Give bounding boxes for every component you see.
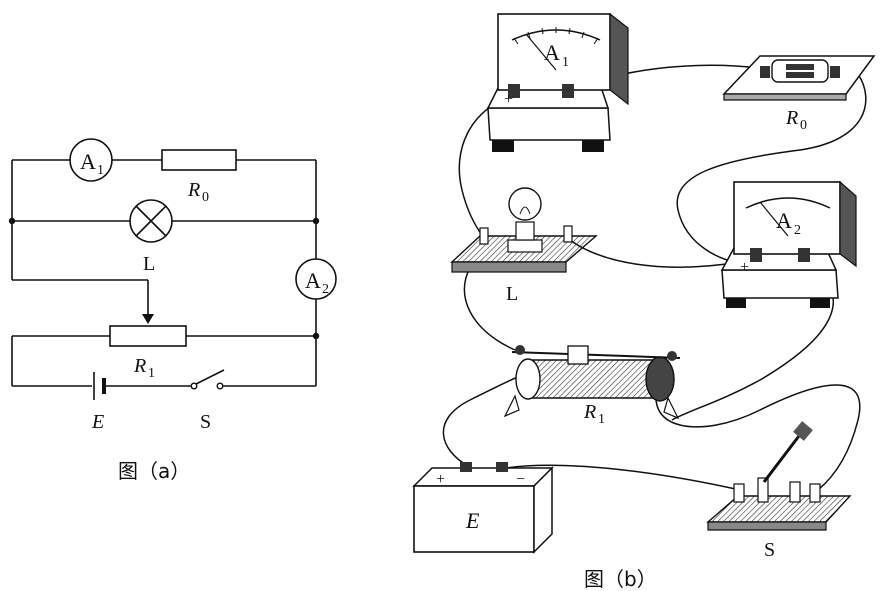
schematic-switch <box>190 369 225 390</box>
rheostat-r1-device <box>503 345 681 420</box>
device-r0-letter: R <box>785 107 798 129</box>
lamp-device <box>450 187 598 273</box>
ammeter-a2-device <box>720 180 857 308</box>
device-battery-minus: − <box>516 471 525 488</box>
switch-label: S <box>200 411 211 433</box>
r0-label-sub: 0 <box>202 190 209 205</box>
ammeter-a1-sub: 1 <box>97 163 104 178</box>
device-a1-plus: + <box>504 91 513 108</box>
lamp-label: L <box>143 253 155 275</box>
battery-label: E <box>91 411 104 433</box>
r1-label-letter: R <box>133 355 146 377</box>
schematic-a <box>11 159 317 387</box>
rheostat-slider-arrow <box>142 314 154 324</box>
caption-b: 图（b） <box>584 567 657 591</box>
schematic-resistor-r0 <box>161 149 237 171</box>
device-a1-letter: A <box>544 40 560 65</box>
device-battery-plus: + <box>436 471 445 488</box>
switch-device <box>706 421 852 531</box>
resistor-r0-device <box>722 55 876 101</box>
ammeter-a2-sub: 2 <box>322 282 329 297</box>
junction-dot <box>312 217 320 225</box>
schematic-lamp <box>129 199 173 243</box>
r0-label-letter: R <box>187 179 200 201</box>
device-lamp-label: L <box>506 283 518 305</box>
schematic-rheostat-r1 <box>109 325 187 347</box>
schematic-ammeter-a1: A 1 <box>69 138 113 182</box>
ammeter-a2-letter: A <box>305 268 321 293</box>
ammeter-a1-letter: A <box>80 149 96 174</box>
schematic-ammeter-a2: A 2 <box>295 258 337 300</box>
battery-device <box>412 462 554 554</box>
junction-dot <box>8 217 16 225</box>
device-r0-sub: 0 <box>800 118 807 133</box>
schematic-battery <box>93 372 106 400</box>
device-a2-plus: + <box>740 259 749 276</box>
device-a1-sub: 1 <box>562 55 569 70</box>
device-r1-letter: R <box>583 401 596 423</box>
device-r1-sub: 1 <box>598 412 605 427</box>
device-a2-letter: A <box>776 208 792 233</box>
caption-a: 图（a） <box>118 459 190 483</box>
junction-dot <box>312 332 320 340</box>
device-a2-sub: 2 <box>794 223 801 238</box>
device-switch-label: S <box>764 539 775 561</box>
ammeter-a1-device <box>486 12 629 152</box>
device-battery-label: E <box>465 508 480 533</box>
r1-label-sub: 1 <box>148 366 155 381</box>
